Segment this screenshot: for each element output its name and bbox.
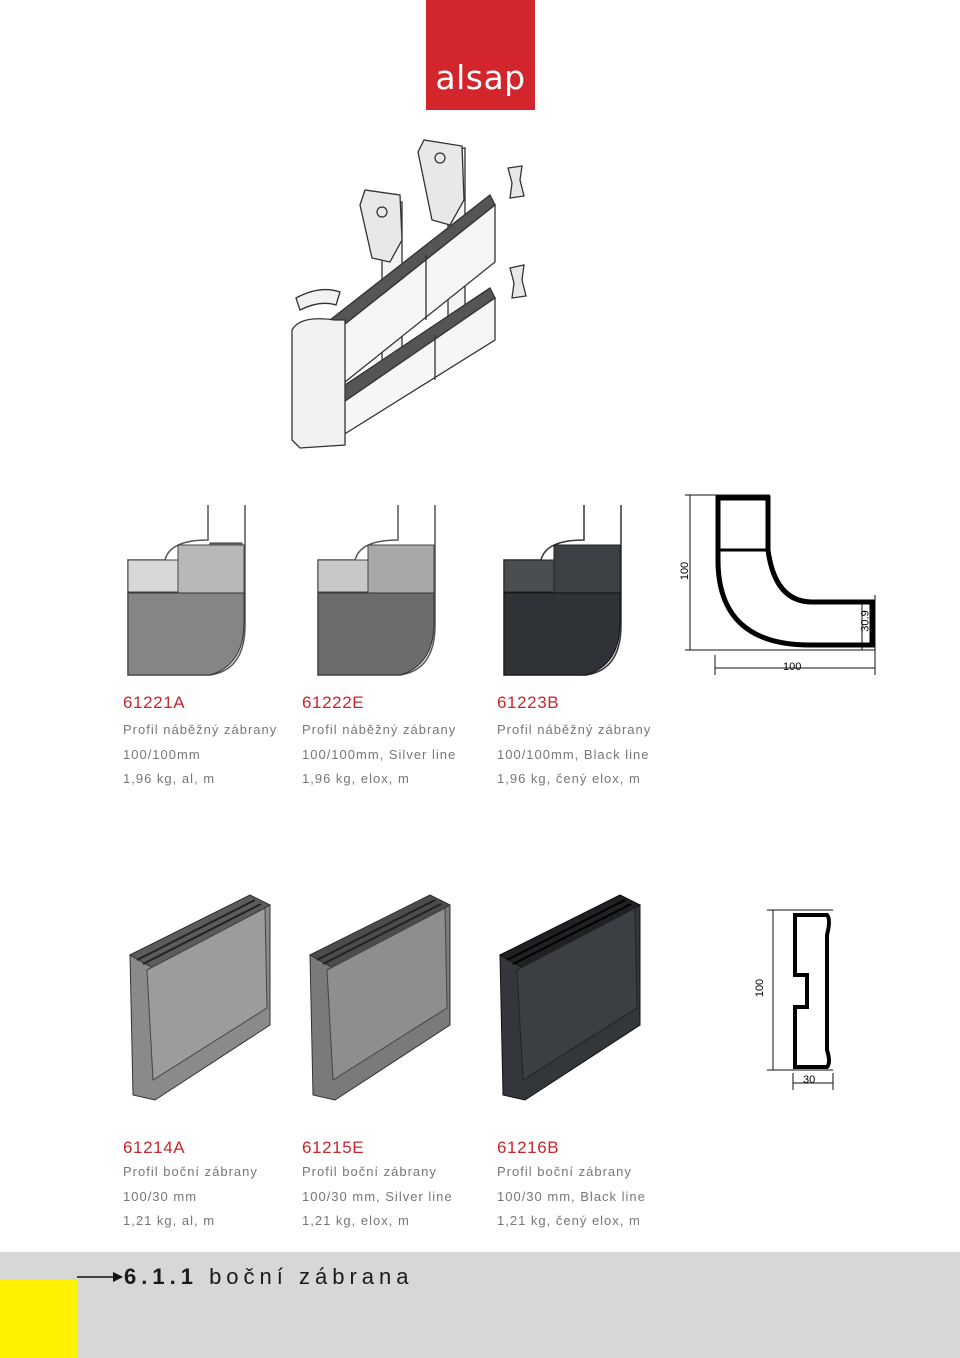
spec-line: 100/100mm, Silver line [302,746,457,762]
corner-dim-height: 100 [679,561,692,581]
spec-line: 1,21 kg, elox, m [302,1213,410,1228]
spec-line: 100/30 mm, Silver line [302,1188,453,1204]
corner-profile-image-61221A [127,505,246,676]
side-spec-1: Profil boční zábrany 100/30 mm 1,21 kg, … [123,1160,258,1234]
section-number: 6.1.1 [124,1264,198,1289]
assembly-drawing [291,139,527,449]
corner-dim-width: 100 [783,661,802,673]
spec-line: Profil náběžný zábrany [302,722,457,737]
spec-line: 1,21 kg, al, m [123,1213,216,1228]
spec-line: 100/30 mm [123,1188,198,1204]
corner-spec-2: Profil náběžný zábrany 100/100mm, Silver… [302,718,456,792]
side-spec-2: Profil boční zábrany 100/30 mm, Silver l… [302,1160,453,1234]
corner-spec-1: Profil náběžný zábrany 100/100mm 1,96 kg… [123,718,277,792]
logo-text: alsap [435,58,526,97]
side-profile-image-61216B [498,894,642,1101]
corner-code-3: 61223B [497,693,560,712]
spec-line: Profil náběžný zábrany [497,722,652,737]
side-profile-image-61215E [308,894,452,1101]
corner-spec-3: Profil náběžný zábrany 100/100mm, Black … [497,718,651,792]
corner-profile-image-61223B [503,505,622,676]
spec-line: Profil boční zábrany [497,1164,632,1179]
section-heading: 6.1.1 boční zábrana [124,1264,414,1290]
side-dim-height: 100 [754,978,767,998]
spec-line: 100/100mm, Black line [497,746,650,762]
side-dim-width: 30 [803,1074,816,1086]
corner-dim-thickness: 30.9 [859,610,872,632]
corner-code-2: 61222E [302,693,365,712]
spec-line: 1,21 kg, čený elox, m [497,1213,641,1228]
corner-code-1: 61221A [123,693,186,712]
spec-line: Profil náběžný zábrany [123,722,278,737]
spec-line: 1,96 kg, čený elox, m [497,771,641,786]
section-marker [0,1280,77,1358]
corner-dimension-drawing [685,494,876,675]
side-code-3: 61216B [497,1138,560,1157]
side-dimension-drawing [767,909,834,1090]
side-code-2: 61215E [302,1138,365,1157]
section-title: boční zábrana [209,1264,414,1289]
arrow-icon [77,1272,123,1282]
side-code-1: 61214A [123,1138,186,1157]
side-profile-image-61214A [128,894,272,1101]
spec-line: 100/100mm [123,746,201,762]
spec-line: 1,96 kg, elox, m [302,771,410,786]
alsap-logo: alsap [426,0,535,110]
spec-line: 100/30 mm, Black line [497,1188,646,1204]
footer-band [0,1252,960,1358]
side-spec-3: Profil boční zábrany 100/30 mm, Black li… [497,1160,646,1234]
spec-line: 1,96 kg, al, m [123,771,216,786]
spec-line: Profil boční zábrany [302,1164,437,1179]
corner-profile-image-61222E [317,505,436,676]
spec-line: Profil boční zábrany [123,1164,258,1179]
